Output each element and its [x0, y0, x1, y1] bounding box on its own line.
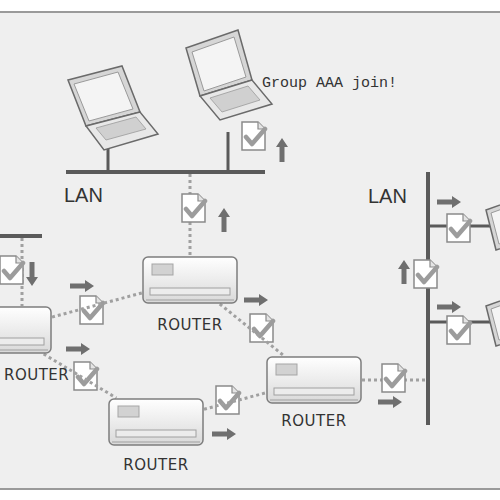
link-line	[204, 393, 266, 409]
router-base	[270, 399, 358, 401]
flow-arrow	[276, 138, 288, 162]
router-label: ROUTER	[281, 412, 346, 430]
packet-icon	[414, 260, 437, 288]
router-body	[108, 398, 204, 446]
flow-arrow	[244, 294, 268, 306]
flow-arrow	[66, 343, 90, 355]
router-panel	[276, 364, 297, 375]
router-base	[112, 441, 200, 443]
router-case	[109, 399, 203, 445]
laptop-keyboard	[210, 86, 260, 112]
flow-arrow	[70, 280, 94, 292]
router-case	[0, 307, 51, 353]
router-slot	[274, 388, 354, 395]
router-case	[143, 257, 237, 303]
router-panel	[152, 264, 173, 275]
link-line	[52, 293, 142, 317]
router-case	[267, 357, 361, 403]
link-connector	[220, 304, 284, 356]
link-connector	[204, 393, 266, 409]
router-label: ROUTER	[123, 456, 188, 474]
packet-icon	[74, 362, 97, 390]
packet-icon	[0, 256, 23, 284]
router-slot	[116, 430, 196, 437]
laptop	[68, 66, 158, 150]
router-slot	[0, 338, 44, 345]
packet-icon	[447, 316, 470, 344]
laptop-base	[200, 80, 272, 120]
router-panel	[118, 406, 139, 417]
flow-arrow	[378, 396, 402, 408]
router-body	[142, 256, 238, 304]
laptop-display	[74, 72, 133, 121]
laptop-screen	[486, 294, 500, 346]
flow-arrow	[26, 262, 38, 286]
flow-arrow	[218, 208, 230, 232]
laptop-base	[86, 112, 158, 150]
lan-label: LAN	[64, 184, 103, 207]
laptop-display	[491, 204, 500, 244]
lan-bus	[66, 170, 265, 174]
router-node: ROUTER	[142, 256, 238, 304]
packet-icon	[447, 214, 470, 242]
router-base	[0, 349, 48, 351]
link-line	[220, 304, 284, 356]
panel-frame	[0, 12, 500, 489]
router-label: ROUTER	[157, 316, 222, 334]
packet-icon	[250, 314, 273, 342]
router-body	[266, 356, 362, 404]
packet-icon	[382, 364, 405, 392]
router-node: ROUTER	[266, 356, 362, 404]
router-slot	[150, 288, 230, 295]
lan-bus	[426, 172, 430, 425]
router-node: ROUTER	[0, 306, 52, 354]
laptop-display	[192, 37, 246, 91]
flow-arrow	[437, 301, 461, 313]
laptop-screen	[486, 198, 500, 250]
router-label: ROUTER	[4, 366, 69, 384]
laptop-keyboard	[96, 117, 146, 140]
router-node: ROUTER	[108, 398, 204, 446]
link-connector	[52, 293, 142, 317]
laptop-display	[491, 300, 500, 340]
packet-icon	[182, 194, 205, 222]
laptop	[486, 294, 500, 346]
laptop	[486, 198, 500, 250]
join-message: Group AAA join!	[262, 75, 397, 92]
router-body	[0, 306, 52, 354]
router-base	[146, 299, 234, 301]
lan-label: LAN	[368, 185, 407, 208]
lan-bus	[0, 234, 42, 238]
lan-drop	[227, 132, 230, 172]
flow-arrow	[398, 260, 410, 284]
flow-arrow	[212, 428, 236, 440]
flow-arrow	[437, 196, 461, 208]
packet-icon	[242, 122, 265, 150]
laptop	[186, 30, 272, 120]
